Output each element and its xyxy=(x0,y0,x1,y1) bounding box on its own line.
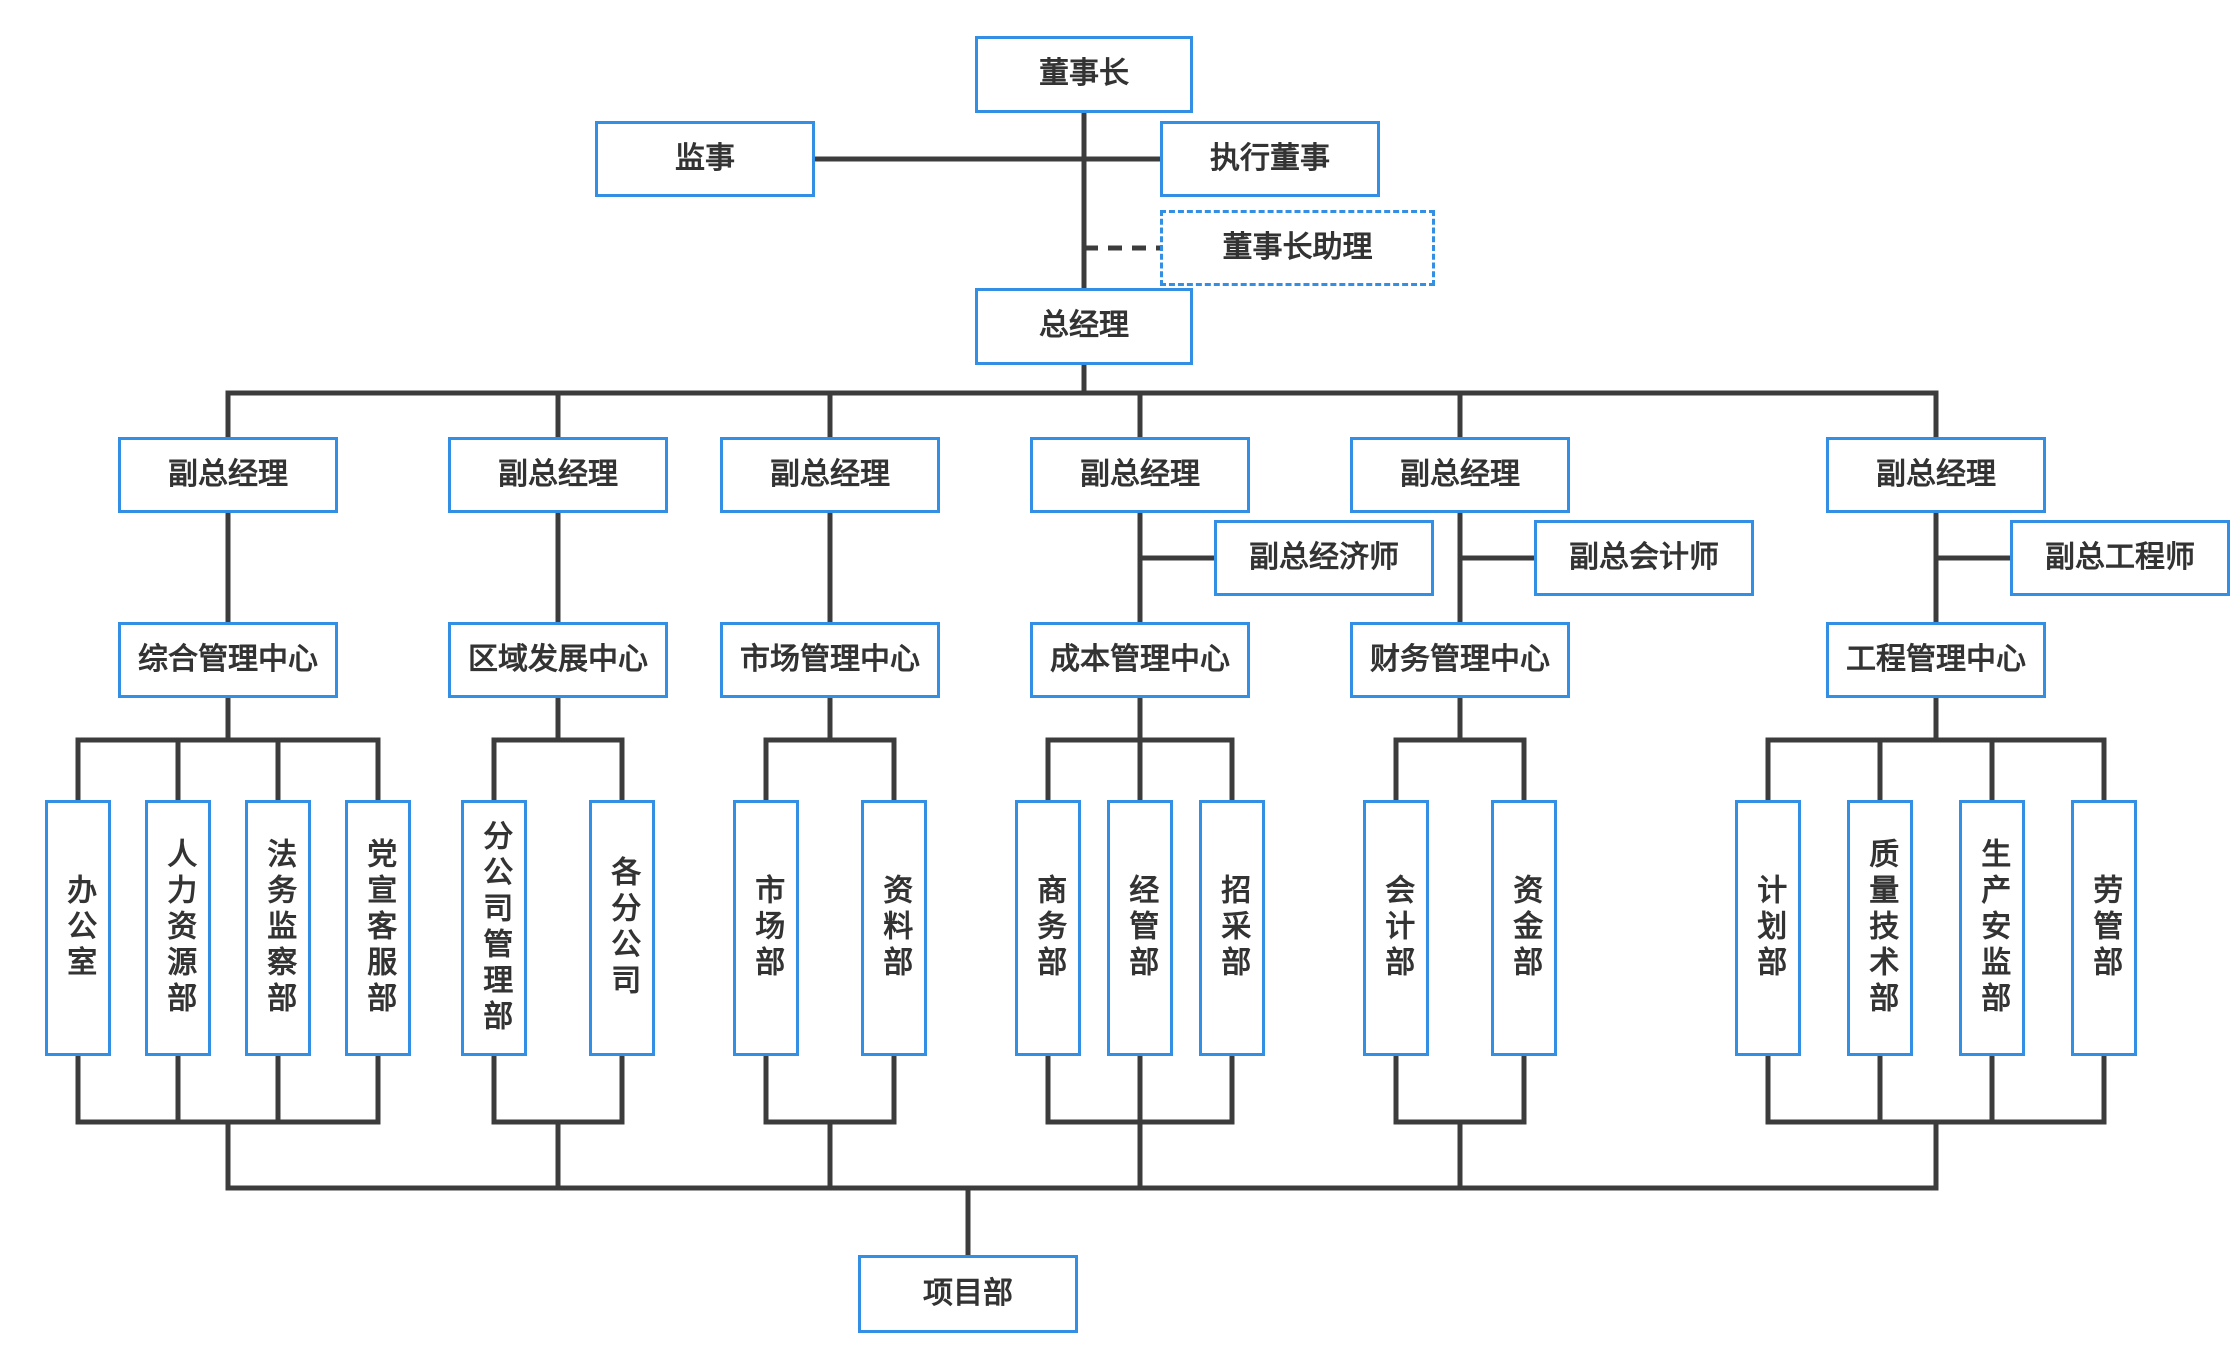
node-department-legal-supervision: 法务监察部 xyxy=(245,800,311,1056)
node-deputy-general-manager-1: 副总经理 xyxy=(118,437,338,513)
node-deputy-chief-economist: 副总经济师 xyxy=(1214,520,1434,596)
node-department-data: 资料部 xyxy=(861,800,927,1056)
node-department-funds: 资金部 xyxy=(1491,800,1557,1056)
node-department-branches: 各分公司 xyxy=(589,800,655,1056)
node-department-commerce: 商务部 xyxy=(1015,800,1081,1056)
node-center-general-management: 综合管理中心 xyxy=(118,622,338,698)
node-executive-director: 执行董事 xyxy=(1160,121,1380,197)
node-project-department: 项目部 xyxy=(858,1255,1078,1333)
node-deputy-general-manager-2: 副总经理 xyxy=(448,437,668,513)
node-department-production-safety: 生产安监部 xyxy=(1959,800,2025,1056)
node-department-party-publicity-service: 党宣客服部 xyxy=(345,800,411,1056)
node-supervisor: 监事 xyxy=(595,121,815,197)
node-deputy-chief-engineer: 副总工程师 xyxy=(2010,520,2230,596)
solid-connectors xyxy=(75,110,2107,1258)
node-chairman-assistant: 董事长助理 xyxy=(1160,210,1435,286)
node-department-operation-management: 经管部 xyxy=(1107,800,1173,1056)
node-chairman: 董事长 xyxy=(975,36,1193,113)
node-deputy-general-manager-3: 副总经理 xyxy=(720,437,940,513)
node-center-finance-management: 财务管理中心 xyxy=(1350,622,1570,698)
node-department-planning: 计划部 xyxy=(1735,800,1801,1056)
node-department-office: 办公室 xyxy=(45,800,111,1056)
node-deputy-general-manager-5: 副总经理 xyxy=(1350,437,1570,513)
node-department-market: 市场部 xyxy=(733,800,799,1056)
node-department-human-resources: 人力资源部 xyxy=(145,800,211,1056)
node-general-manager: 总经理 xyxy=(975,288,1193,365)
node-department-quality-technology: 质量技术部 xyxy=(1847,800,1913,1056)
node-deputy-chief-accountant: 副总会计师 xyxy=(1534,520,1754,596)
node-center-regional-development: 区域发展中心 xyxy=(448,622,668,698)
node-department-labor-management: 劳管部 xyxy=(2071,800,2137,1056)
node-deputy-general-manager-6: 副总经理 xyxy=(1826,437,2046,513)
node-department-accounting: 会计部 xyxy=(1363,800,1429,1056)
node-deputy-general-manager-4: 副总经理 xyxy=(1030,437,1250,513)
node-center-cost-management: 成本管理中心 xyxy=(1030,622,1250,698)
node-center-engineering-management: 工程管理中心 xyxy=(1826,622,2046,698)
node-department-branch-management: 分公司管理部 xyxy=(461,800,527,1056)
node-department-procurement: 招采部 xyxy=(1199,800,1265,1056)
node-center-market-management: 市场管理中心 xyxy=(720,622,940,698)
